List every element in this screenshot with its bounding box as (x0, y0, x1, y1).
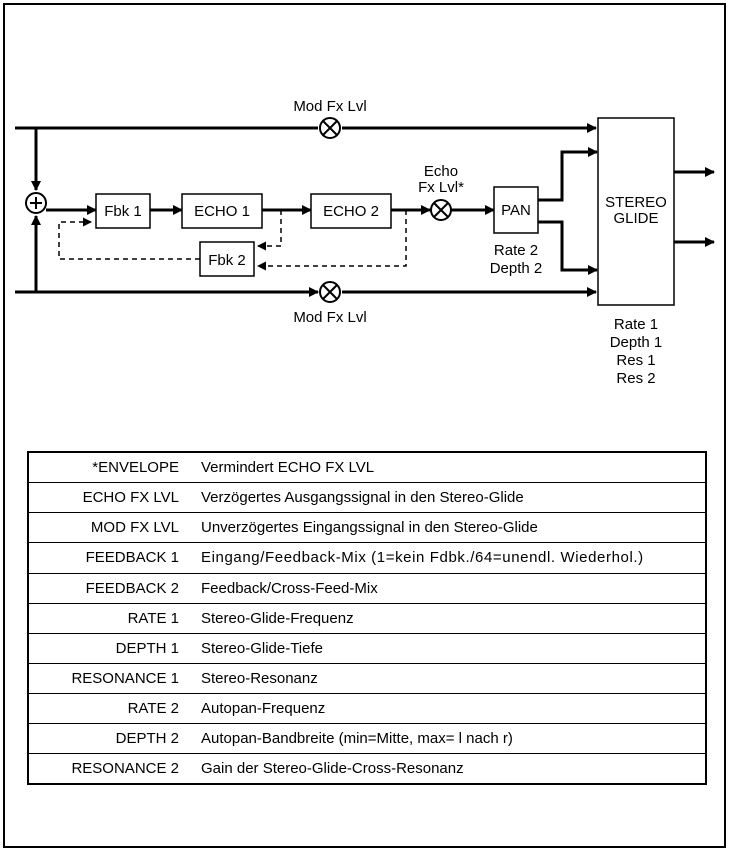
legend-param: RATE 2 (28, 693, 201, 724)
signal-flow-diagram: Mod Fx Lvl Mod Fx Lvl Fbk 1 ECHO 1 ECHO … (15, 98, 715, 387)
legend-description: Verzögertes Ausgangssignal in den Stereo… (201, 482, 706, 513)
legend-param: RESONANCE 2 (71, 760, 179, 777)
legend-description: Stereo-Glide-Frequenz (201, 603, 706, 634)
legend-description: Stereo-Glide-Tiefe (201, 633, 706, 664)
fbk2-label: Fbk 2 (208, 252, 246, 269)
page-frame (3, 3, 726, 848)
feedback-dashed-loop (58, 217, 200, 260)
glide-param-rate1: Rate 1 (614, 316, 658, 333)
legend-description: Gain der Stereo-Glide-Cross-Resonanz (201, 760, 464, 777)
legend-param: DEPTH 1 (28, 633, 201, 664)
legend-description: Autopan-Bandbreite (min=Mitte, max= l na… (201, 723, 706, 754)
echo1-tap-dashed (257, 210, 282, 251)
summing-node[interactable] (25, 192, 47, 214)
legend-description: Vermindert ECHO FX LVL (201, 452, 706, 483)
pan-out-upper (538, 147, 598, 202)
legend-param: ECHO FX LVL (28, 482, 201, 513)
pan-label: PAN (501, 202, 531, 219)
legend-description: Feedback/Cross-Feed-Mix (201, 573, 706, 604)
legend-row: RESONANCE 2 Gain der Stereo-Glide-Cross-R… (28, 754, 706, 785)
fbk1-block[interactable]: Fbk 1 (95, 193, 151, 229)
echo1-block[interactable]: ECHO 1 (181, 193, 263, 229)
legend-param: *ENVELOPE (28, 452, 201, 483)
fbk1-label: Fbk 1 (104, 203, 142, 220)
mod-fx-label-bottom: Mod Fx Lvl (293, 309, 366, 326)
legend-param: RESONANCE 1 (28, 663, 201, 694)
stereo-glide-block[interactable]: STEREO GLIDE (597, 117, 675, 306)
legend-description: Eingang/Feedback-Mix (1=kein Fdbk./64=un… (201, 542, 706, 574)
fbk2-block[interactable]: Fbk 2 (199, 241, 255, 277)
legend-param: MOD FX LVL (28, 512, 201, 543)
pan-block[interactable]: PAN (493, 186, 539, 234)
pan-param-rate: Rate 2 (494, 242, 538, 259)
echo1-label: ECHO 1 (194, 203, 250, 220)
glide-param-depth1: Depth 1 (610, 334, 663, 351)
pan-param-depth: Depth 2 (490, 260, 543, 277)
echo2-label: ECHO 2 (323, 203, 379, 220)
legend-description: Autopan-Frequenz (201, 693, 706, 724)
glide-param-res2: Res 2 (616, 370, 655, 387)
echo-fx-label-line1: Echo (424, 163, 458, 180)
legend-param: DEPTH 2 (28, 723, 201, 754)
glide-param-res1: Res 1 (616, 352, 655, 369)
mod-fx-label-top: Mod Fx Lvl (293, 98, 366, 115)
echo2-tap-dashed (257, 210, 407, 271)
mod-fx-multiplier-bottom[interactable] (319, 281, 341, 303)
legend-param: FEEDBACK 1 (28, 542, 201, 574)
legend-param: FEEDBACK 2 (28, 573, 201, 604)
mod-fx-multiplier-top[interactable] (319, 117, 341, 139)
legend-description: Stereo-Resonanz (201, 663, 706, 694)
pan-out-lower (538, 220, 598, 275)
echo-fx-multiplier[interactable] (430, 199, 452, 221)
echo2-block[interactable]: ECHO 2 (310, 193, 392, 229)
legend-param: RATE 1 (28, 603, 201, 634)
stereo-glide-label-line1: STEREO (605, 194, 667, 211)
legend-description: Unverzögertes Eingangssignal in den Ster… (201, 512, 706, 543)
stereo-glide-label-line2: GLIDE (613, 210, 658, 227)
echo-fx-label-line2: Fx Lvl* (418, 179, 464, 196)
